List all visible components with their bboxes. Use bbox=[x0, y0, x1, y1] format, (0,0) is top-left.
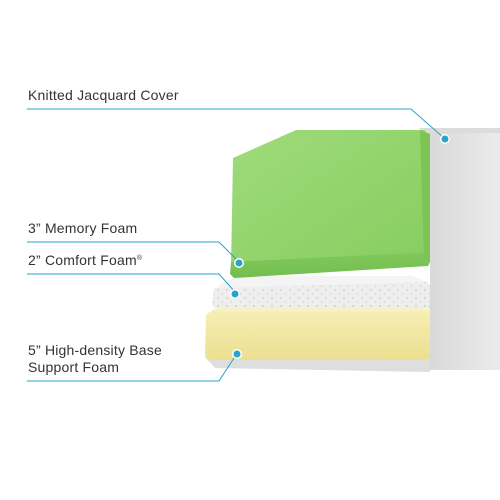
marker-comfort-foam-dot bbox=[231, 290, 239, 298]
cover-bottom-strip bbox=[205, 357, 430, 372]
registered-mark: ® bbox=[136, 255, 143, 262]
label-comfort-foam-text: 2” Comfort Foam bbox=[28, 252, 137, 268]
leader-lines bbox=[27, 108, 445, 382]
comfort-foam-perforation bbox=[212, 282, 430, 308]
comfort-foam-layer bbox=[212, 276, 430, 308]
memory-foam-front-face bbox=[230, 252, 430, 278]
memory-foam-top-face bbox=[231, 130, 430, 268]
leader-markers bbox=[230, 134, 450, 359]
memory-foam-layer bbox=[230, 130, 430, 278]
leader-line-cover bbox=[27, 108, 445, 139]
memory-foam-right-edge bbox=[420, 130, 430, 262]
marker-cover-dot bbox=[441, 135, 449, 143]
leader-line-memory-foam bbox=[27, 241, 240, 263]
marker-base-foam-dot bbox=[233, 350, 241, 358]
label-base-foam-line1: 5” High-density Base bbox=[28, 342, 162, 358]
label-knitted-jacquard-cover: Knitted Jacquard Cover bbox=[28, 87, 179, 103]
leader-line-comfort-foam bbox=[27, 273, 236, 293]
label-comfort-foam: 2” Comfort Foam® bbox=[28, 251, 142, 269]
label-memory-foam: 3” Memory Foam bbox=[28, 220, 138, 236]
label-base-foam-line2: Support Foam bbox=[28, 359, 120, 375]
base-foam-front-face bbox=[205, 311, 430, 360]
cover-layer bbox=[205, 128, 500, 372]
cover-side-face bbox=[430, 133, 500, 370]
leader-line-base-foam bbox=[27, 354, 237, 382]
marker-memory-foam-dot bbox=[235, 259, 243, 267]
